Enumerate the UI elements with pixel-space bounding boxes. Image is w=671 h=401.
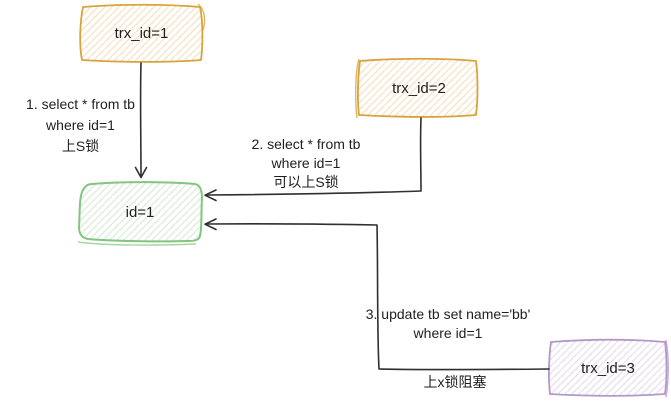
annotation-line: 2. select * from tb xyxy=(251,136,361,152)
annotation-line: 可以上S锁 xyxy=(273,174,339,190)
annotation-line: 上S锁 xyxy=(61,138,100,154)
annotation-line: where id=1 xyxy=(413,325,483,341)
arrows-layer xyxy=(134,62,550,371)
annotation-line: 1. select * from tb xyxy=(26,96,135,112)
arrow-trx1-to-record xyxy=(134,62,148,179)
annotation-line: 3. update tb set name='bb' xyxy=(365,306,531,322)
box-trx1 xyxy=(79,3,206,63)
annotation-step3: 3. update tb set name='bb' where id=1 xyxy=(350,305,546,343)
annotation-block-label: 上x锁阻塞 xyxy=(405,373,505,392)
arrow-trx3-to-record xyxy=(204,218,550,371)
box-trx2 xyxy=(354,57,479,119)
arrow-trx2-to-record xyxy=(204,117,422,202)
annotation-line: where id=1 xyxy=(46,117,115,133)
annotation-step1: 1. select * from tb where id=1 上S锁 xyxy=(0,94,163,157)
annotation-line: where id=1 xyxy=(271,155,341,171)
annotation-step2: 2. select * from tb where id=1 可以上S锁 xyxy=(226,135,386,192)
box-trx3 xyxy=(548,338,669,398)
annotation-line: 上x锁阻塞 xyxy=(423,374,487,390)
box-record xyxy=(77,181,203,246)
